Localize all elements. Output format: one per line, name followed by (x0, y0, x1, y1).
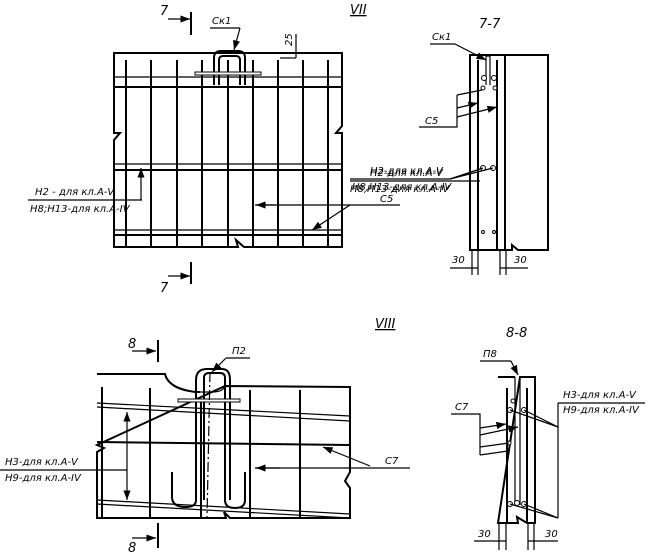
panel-outline (113, 52, 343, 248)
stirrup-ck1 (213, 50, 246, 85)
stirrup-ck1-section (485, 55, 491, 85)
left-label-top-viii: Н3-для кл.А-V (5, 457, 79, 468)
horizontal-bars (114, 76, 342, 236)
stirrup-label: Ск1 (212, 16, 231, 27)
dim-right-30-8: 30 (545, 529, 558, 540)
section-label-bottom: Н8,Н13-для кл.А-IV (352, 182, 452, 193)
dimension-25: 25 (284, 33, 295, 46)
stirrup-label-section: Ск1 (432, 32, 451, 43)
section-mark-8-top: 8 (128, 337, 136, 352)
section-mark-8-bottom: 8 (128, 541, 136, 556)
section-8-8-title: 8-8 (506, 326, 527, 341)
view-vii: 7 7 Ск1 25 VII Н2 - для кл.А-V Н8;Н13-дл… (28, 3, 480, 296)
right-label-bottom: Н8,Н13-для кл.А-IV (350, 184, 450, 195)
dim-left-30-8: 30 (478, 529, 491, 540)
vertical-bars (125, 60, 329, 247)
section-mark-7-top: 7 (160, 4, 169, 19)
left-label-bottom-viii: Н9-для кл.А-IV (5, 473, 82, 484)
section-7-7: 7-7 Ск1 С5 Н2-для кл.А-V Н8,Н13-для кл.А… (350, 17, 549, 275)
dim-left-30: 30 (452, 255, 465, 266)
view-viii-title: VIII (375, 317, 396, 332)
view-viii: Н3-для кл.А-V Н9-для кл.А-IV С7 VIII 8 8… (0, 317, 410, 556)
loop-label-p2: П2 (232, 346, 246, 357)
loop-label-p8: П8 (483, 349, 497, 360)
mesh-label-c7: С7 (385, 456, 399, 467)
mesh-label-c5-section: С5 (425, 116, 438, 127)
section-8-label-bottom: Н9-для кл.А-IV (563, 405, 640, 416)
mesh-label-c5: С5 (380, 194, 393, 205)
horizontal-bars-viii (96, 402, 351, 519)
view-vii-title: VII (350, 3, 367, 18)
section-8-label-top: Н3-для кл.А-V (563, 390, 637, 401)
section-8-8: 8-8 П8 С7 Н3-для кл.А-V Н9-для кл.А-IV 3… (451, 326, 645, 550)
section-label-top: Н2-для кл.А-V (370, 166, 444, 177)
section-mark-7-bottom: 7 (160, 281, 169, 296)
right-label-top: Н2-для кл.А-V (370, 168, 444, 179)
left-label-bottom: Н8;Н13-для кл.А-IV (30, 204, 131, 215)
left-label-top: Н2 - для кл.А-V (35, 187, 115, 198)
section-7-7-title: 7-7 (479, 17, 501, 32)
vertical-bars-viii (101, 387, 301, 518)
dim-right-30: 30 (514, 255, 527, 266)
mesh-label-c7-section: С7 (455, 402, 469, 413)
